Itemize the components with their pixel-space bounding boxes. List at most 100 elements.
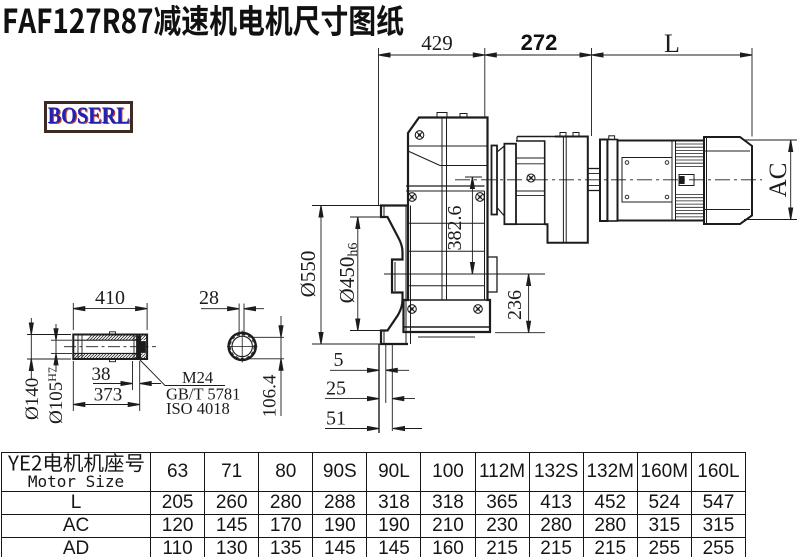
dim-label: 28 [199,287,219,309]
table-row-label: AD [0,537,152,557]
bolt-symbol [473,304,483,314]
table-cell: 280 [258,491,314,515]
dim-arrow [318,332,324,345]
dim-arrow [355,216,361,229]
table-col-header: 160M [636,452,692,492]
shaft-dimensions: 410 Ø140 Ø105H7 38 373 [22,287,161,424]
dim-arrow [355,318,361,331]
table-cell: 145 [204,514,260,538]
thread-note: M24 GB/T 5781 ISO 4018 [139,359,240,418]
table-cell: 120 [150,514,206,538]
table-col-header: 112M [474,452,530,492]
dim-label: 106.4 [260,374,281,417]
torque-boss [486,256,498,293]
flange-dimensions: Ø550 Ø450h6 382.6 236 5 25 51 [296,176,545,432]
table-cell: 135 [258,537,314,557]
dim-label: Ø450h6 [335,243,361,304]
dim-arrow [53,328,59,341]
dim-label: 25 [326,378,346,400]
dim-arrow [526,273,532,286]
input-gear-stage [490,132,589,244]
dim-arrow [788,207,794,220]
table-cell: 365 [474,491,530,515]
table-cell: 160 [420,537,476,557]
dim-label: 382.6 [444,206,466,251]
table-cell: 318 [420,491,476,515]
dim-label: AC [765,163,792,198]
note-iso: ISO 4018 [166,399,230,418]
dim-arrow [526,320,532,333]
note-gbt: GB/T 5781 [166,385,240,404]
dim-arrow [73,401,86,408]
dim-arrow [367,367,380,373]
dim-arrow [788,139,794,152]
table-cell: 413 [528,491,584,515]
dim-arrow [469,176,475,189]
bearing-plate [503,142,517,226]
table-cell: 110 [150,537,206,557]
motor-size-label: Motor Size [27,472,125,491]
dim-label: 51 [326,408,346,430]
flange-outline [379,204,408,346]
dim-arrow [378,52,391,58]
bolt-symbol [414,130,425,140]
table-cell: 280 [528,514,584,538]
dim-arrow [591,52,604,58]
dim-label: 410 [95,287,125,309]
motor-body [616,139,705,222]
table-cell: 145 [312,537,368,557]
table-cell: 255 [636,537,692,557]
dim-label: 373 [94,385,123,406]
page-title [4,4,404,37]
brand-logo: BOSERL [44,101,133,133]
table-cell: 547 [690,491,747,515]
output-flange [378,204,545,433]
bolt-symbol [526,173,536,183]
dim-arrow [53,353,59,366]
table-cell: 315 [636,514,692,538]
table-col-header: 80 [258,452,314,492]
table-cell: 280 [582,514,638,538]
dim-label: 5 [334,349,344,371]
table-row-header-cell: Motor Size [0,452,152,492]
dim-arrow [469,262,475,275]
table-cell: 215 [582,537,638,557]
table-cell: 190 [366,514,422,538]
table-cell: 210 [420,514,476,538]
dim-label: 272 [521,30,558,55]
table-col-header: 63 [150,452,206,492]
motor-size-cjk-text [7,453,144,473]
table-cell: 170 [258,514,314,538]
table-cell: 255 [690,537,747,557]
table-col-header: 100 [420,452,476,492]
dim-label: 38 [92,364,111,385]
dim-arrow [28,358,34,371]
dim-label: Ø105H7 [45,367,67,424]
table-cell: 315 [690,514,747,538]
table-cell: 288 [312,491,368,515]
dim-arrow [73,306,86,312]
ac-dimension: AC [744,139,797,220]
table-col-header: 132S [528,452,584,492]
bolt-symbol [475,192,485,202]
table-cell: 260 [204,491,260,515]
dim-label: 236 [504,290,526,320]
dim-arrow [367,396,380,402]
r-housing-outline [544,135,589,244]
bolt-symbol [407,304,417,314]
dim-arrow [278,325,284,338]
bolt-symbol [407,192,417,202]
table-cell: 452 [582,491,638,515]
dim-arrow [484,52,497,58]
dim-label: L [664,29,680,58]
dim-arrow [740,52,753,58]
table-cell: 130 [204,537,260,557]
table-col-header: 90L [366,452,422,492]
dim-arrow [28,322,34,335]
table-row-label: AC [0,514,152,538]
